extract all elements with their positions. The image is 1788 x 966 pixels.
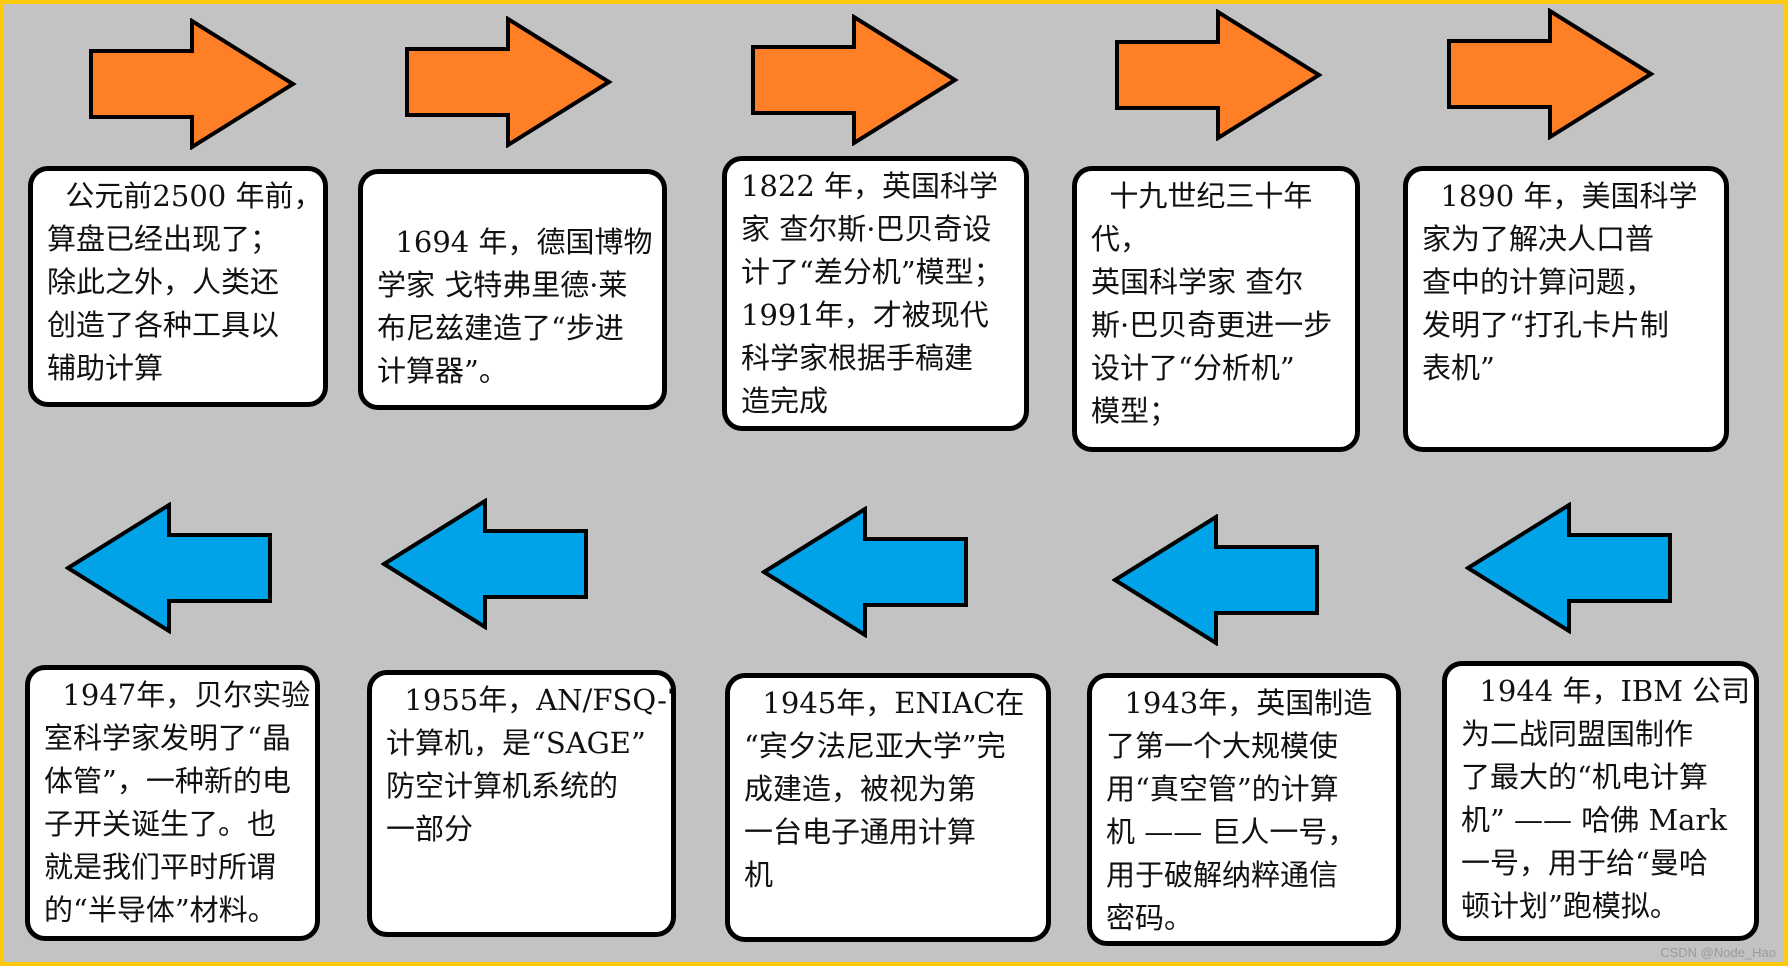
- arrow-shape: [89, 18, 297, 150]
- event-text-line: 模型；: [1091, 394, 1179, 428]
- left-arrow-icon-5: [1465, 502, 1672, 634]
- event-text-line: 设计了“分析机”: [1091, 351, 1295, 385]
- bottom-row-event-box-2: 1955年，AN/FSQ-7 计算机，是“SAGE” 防空计算机系统的一部分: [367, 670, 676, 937]
- event-text-line: 计算机，是“SAGE”: [386, 726, 646, 760]
- event-text-line: 体管”，一种新的电: [44, 764, 291, 798]
- event-text-line: 1944 年，IBM 公司: [1461, 674, 1751, 708]
- event-text-line: 成建造，被视为第: [744, 772, 977, 806]
- event-text-line: 子开关诞生了。也: [44, 807, 277, 841]
- event-text-line: 家 查尔斯·巴贝奇设: [741, 212, 992, 246]
- event-text-line: “宾夕法尼亚大学”完: [744, 729, 1006, 763]
- event-text-line: 就是我们平时所谓: [44, 850, 277, 884]
- event-text-line: 计了“差分机”模型；: [741, 255, 1003, 289]
- arrow-shape: [1115, 9, 1323, 141]
- bottom-row-event-box-5: 1944 年，IBM 公司为二战同盟国制作了最大的“机电计算机” —— 哈佛 M…: [1442, 661, 1759, 941]
- event-text-line: 防空计算机系统的: [386, 769, 619, 803]
- event-text-line: 计算器”。: [377, 354, 508, 388]
- event-text-line: 1945年，ENIAC在: [744, 686, 1025, 720]
- watermark: CSDN @Node_Hao: [1660, 945, 1776, 960]
- top-row-event-box-5: 1890 年，美国科学家为了解决人口普查中的计算问题， 发明了“打孔卡片制表机”: [1403, 166, 1729, 452]
- event-text-line: 顿计划”跑模拟。: [1461, 889, 1679, 923]
- event-text-line: 科学家根据手稿建: [741, 341, 974, 375]
- event-text-line: 室科学家发明了“晶: [44, 721, 291, 755]
- event-text-line: 机” —— 哈佛 Mark: [1461, 803, 1727, 837]
- event-text-line: 1955年，AN/FSQ-7: [386, 683, 676, 717]
- event-text-line: 除此之外，人类还: [47, 265, 280, 299]
- arrow-shape: [381, 498, 588, 630]
- event-text-line: 代，: [1091, 222, 1150, 256]
- event-text-line: 创造了各种工具以: [47, 308, 280, 342]
- event-text-line: 了最大的“机电计算: [1461, 760, 1708, 794]
- arrow-shape: [751, 14, 959, 146]
- arrow-shape: [65, 502, 272, 634]
- left-arrow-icon-1: [65, 502, 272, 634]
- event-text-line: 了第一个大规模使: [1106, 729, 1339, 763]
- event-text-line: 1991年，才被现代: [741, 298, 989, 332]
- right-arrow-icon-4: [1115, 9, 1323, 141]
- event-text-line: 一号，用于给“曼哈: [1461, 846, 1708, 880]
- bottom-row-event-box-3: 1945年，ENIAC在 “宾夕法尼亚大学”完成建造，被视为第一台电子通用计算机: [725, 673, 1051, 942]
- event-text-line: 密码。: [1106, 901, 1194, 935]
- top-row-event-box-3: 1822 年，英国科学家 查尔斯·巴贝奇设计了“差分机”模型； 1991年，才被现…: [722, 156, 1029, 431]
- event-text-line: 机 —— 巨人一号，: [1106, 815, 1357, 849]
- event-text-line: 1947年，贝尔实验: [44, 678, 311, 712]
- event-text-line: 为二战同盟国制作: [1461, 717, 1694, 751]
- event-text-line: 一台电子通用计算: [744, 815, 977, 849]
- event-text-line: 1890 年，美国科学: [1422, 179, 1698, 213]
- right-arrow-icon-5: [1447, 8, 1655, 140]
- event-text-line: 1694 年，德国博物: [377, 225, 653, 259]
- right-arrow-icon-3: [751, 14, 959, 146]
- arrow-shape: [761, 506, 968, 638]
- event-text-line: 斯·巴贝奇更进一步: [1091, 308, 1333, 342]
- event-text-line: 用“真空管”的计算: [1106, 772, 1339, 806]
- event-text-line: 造完成: [741, 384, 829, 418]
- event-text-line: 公元前2500 年前，: [47, 179, 323, 213]
- arrow-shape: [405, 16, 613, 148]
- event-text-line: 表机”: [1422, 351, 1495, 385]
- event-text-line: 学家 戈特弗里德·莱: [377, 268, 628, 302]
- event-text-line: 的“半导体”材料。: [44, 893, 277, 927]
- arrow-shape: [1112, 514, 1319, 646]
- arrow-shape: [1465, 502, 1672, 634]
- top-row-event-box-1: 公元前2500 年前， 算盘已经出现了； 除此之外，人类还创造了各种工具以辅助计算: [28, 166, 328, 407]
- top-row-event-box-2: 1694 年，德国博物学家 戈特弗里德·莱布尼兹建造了“步进计算器”。: [358, 169, 667, 410]
- event-text-line: [377, 178, 662, 221]
- event-text-line: 1822 年，英国科学: [741, 169, 999, 203]
- right-arrow-icon-1: [89, 18, 297, 150]
- event-text-line: 算盘已经出现了；: [47, 222, 280, 256]
- event-text-line: 家为了解决人口普: [1422, 222, 1655, 256]
- event-text-line: 1943年，英国制造: [1106, 686, 1373, 720]
- event-text-line: 用于破解纳粹通信: [1106, 858, 1339, 892]
- event-text-line: 英国科学家 查尔: [1091, 265, 1304, 299]
- left-arrow-icon-3: [761, 506, 968, 638]
- event-text-line: 十九世纪三十年: [1091, 179, 1313, 213]
- event-text-line: 查中的计算问题，: [1422, 265, 1655, 299]
- event-text-line: 布尼兹建造了“步进: [377, 311, 624, 345]
- event-text-line: 发明了“打孔卡片制: [1422, 308, 1669, 342]
- top-row-event-box-4: 十九世纪三十年代， 英国科学家 查尔斯·巴贝奇更进一步设计了“分析机” 模型；: [1072, 166, 1360, 452]
- left-arrow-icon-2: [381, 498, 588, 630]
- right-arrow-icon-2: [405, 16, 613, 148]
- bottom-row-event-box-1: 1947年，贝尔实验室科学家发明了“晶体管”，一种新的电子开关诞生了。也就是我们…: [25, 665, 320, 941]
- event-text-line: 辅助计算: [47, 351, 164, 385]
- left-arrow-icon-4: [1112, 514, 1319, 646]
- event-text-line: 机: [744, 858, 774, 892]
- bottom-row-event-box-4: 1943年，英国制造了第一个大规模使用“真空管”的计算机 —— 巨人一号， 用于破…: [1087, 673, 1401, 946]
- event-text-line: 一部分: [386, 812, 474, 846]
- arrow-shape: [1447, 8, 1655, 140]
